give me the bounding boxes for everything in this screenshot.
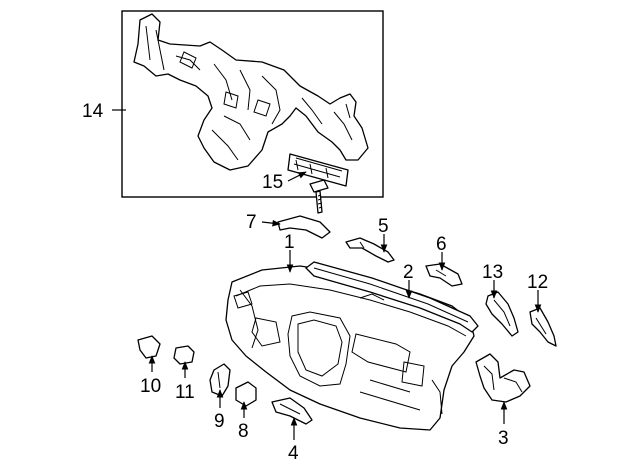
instrument-panel-part [225,265,475,431]
lower-bracket-4-part [271,397,313,425]
inset-frame [121,10,384,198]
callout-3: 3 [498,428,509,449]
bracket-12-part [529,307,557,347]
cover-8-part [235,381,257,407]
bracket-5-part [345,237,395,263]
trim-9-part [209,363,231,397]
clip-11-part [173,345,195,365]
lower-support-part [475,353,531,403]
bracket-6-part [425,263,463,287]
callout-7: 7 [246,212,257,233]
callout-2: 2 [403,262,414,283]
callout-13: 13 [482,262,503,283]
callout-labels: 14 15 7 1 5 6 2 13 12 3 4 8 9 10 11 [82,101,548,464]
callout-4: 4 [288,443,299,464]
callout-8: 8 [238,421,249,442]
bolt-part [309,179,329,214]
callout-10: 10 [140,376,161,397]
bracket-13-part [485,291,519,337]
clip-10-part [137,335,161,359]
callout-15: 15 [262,172,283,193]
reinforcement-beam-part [133,13,369,171]
bracket-plate-part [287,153,349,187]
panel-top-cover-part [305,261,479,333]
leader-lines [112,109,542,440]
callout-11: 11 [175,382,195,403]
callout-5: 5 [378,216,389,237]
callout-1: 1 [284,232,295,253]
callout-6: 6 [436,234,447,255]
callout-9: 9 [214,411,225,432]
callout-14: 14 [82,101,104,122]
top-trim-part [277,215,331,239]
callout-12: 12 [527,272,548,293]
